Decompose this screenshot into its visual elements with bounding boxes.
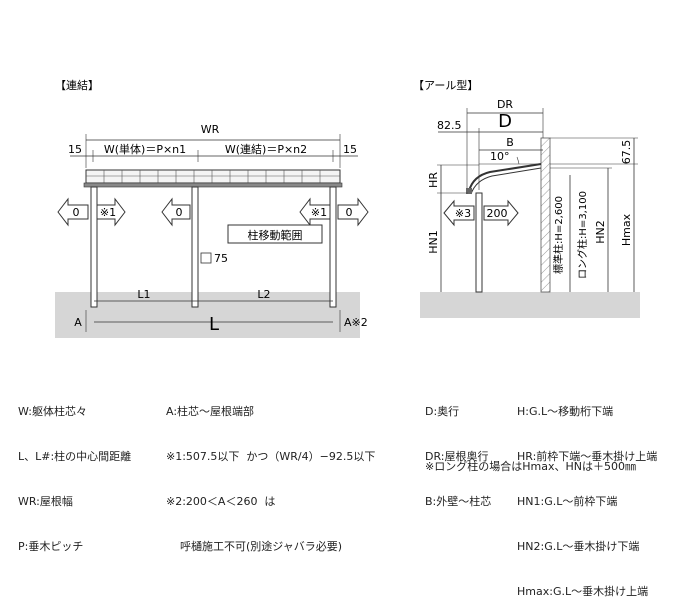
long-post-label: ロング柱:H=3,100 xyxy=(576,191,589,279)
hmax-label: Hmax xyxy=(620,213,633,246)
legend-item: P:垂木ピッチ xyxy=(18,540,84,553)
legend-col-4: H:G.L～移動桁下端 HR:前枠下端～垂木掛け上端 HN1:G.L～前枠下端 … xyxy=(517,374,657,614)
svg-text:※3: ※3 xyxy=(455,207,471,220)
arrow-note-left: ※1 xyxy=(96,197,126,227)
a-right-label: A※2 xyxy=(344,316,368,329)
standard-post-label: 標準柱:H=2,600 xyxy=(552,196,565,274)
dr-label: DR xyxy=(497,98,513,111)
arrow-note-r: ※3 xyxy=(443,199,475,227)
side-right-label: 15 xyxy=(343,143,357,156)
legend-item: D:奥行 xyxy=(425,405,460,418)
legend-col-1: W:躯体柱芯々 L、L#:柱の中心間距離 WR:屋根幅 P:垂木ピッチ xyxy=(18,374,131,569)
legend-item: ※2:200＜A＜260 は xyxy=(166,495,276,508)
legend-item: W:躯体柱芯々 xyxy=(18,405,87,418)
legend-item: WR:屋根幅 xyxy=(18,495,73,508)
arrow-center: 0 xyxy=(161,197,191,227)
arrow-note-right: ※1 xyxy=(299,197,331,227)
post-center xyxy=(191,186,199,308)
right-ground xyxy=(420,292,640,318)
l2-label: L2 xyxy=(257,288,270,301)
hn2-label: HN2 xyxy=(594,220,607,244)
post-right xyxy=(329,186,337,308)
a-left-label: A xyxy=(74,316,82,329)
svg-text:0: 0 xyxy=(176,206,183,219)
hr-label: HR xyxy=(427,172,440,188)
post-r xyxy=(475,192,483,293)
post-left xyxy=(90,186,98,308)
wall xyxy=(540,137,551,293)
arrow-outer-right: 0 xyxy=(337,197,369,227)
angle-label: 10° xyxy=(490,150,510,163)
footnote: ※ロング柱の場合はHmax、HNは＋500㎜ xyxy=(425,460,636,473)
h675-label: 67.5 xyxy=(620,140,633,165)
legend-item: HN1:G.L～前枠下端 xyxy=(517,495,618,508)
side-left-label: 15 xyxy=(68,143,82,156)
legend-item: B:外壁～柱芯 xyxy=(425,495,492,508)
legend-item: L、L#:柱の中心間距離 xyxy=(18,450,132,463)
w-linked-label: W(連結)＝P×n2 xyxy=(225,142,307,156)
svg-text:200: 200 xyxy=(487,207,508,220)
legend-item: HR:前枠下端～垂木掛け上端 xyxy=(517,450,658,463)
h75-label: 75 xyxy=(214,252,228,265)
right-title: 【アール型】 xyxy=(413,78,478,92)
arrow-value-r: 200 xyxy=(483,199,519,227)
legend-item: A:柱芯～屋根端部 xyxy=(166,405,255,418)
legend-item: Hmax:G.L～垂木掛け上端 xyxy=(517,585,649,598)
offset-label: 82.5 xyxy=(437,119,462,132)
legend-item: DR:屋根奥行 xyxy=(425,450,489,463)
legend-col-2: A:柱芯～屋根端部 ※1:507.5以下 かつ（WR/4）−92.5以下 ※2:… xyxy=(166,374,375,569)
wr-label: WR xyxy=(201,123,220,136)
legend-item: ※1:507.5以下 かつ（WR/4）−92.5以下 xyxy=(166,450,376,463)
left-ground xyxy=(55,292,360,338)
legend-item: HN2:G.L～垂木掛け下端 xyxy=(517,540,640,553)
legend-item: 呼樋施工不可(別途ジャバラ必要) xyxy=(166,540,343,553)
diagram-canvas: 【連結】 WR 15 W(単体)＝P×n1 W(連結)＝P×n2 15 xyxy=(55,78,640,338)
b-label: B xyxy=(506,136,514,149)
legend-item: H:G.L～移動桁下端 xyxy=(517,405,614,418)
arrow-outer-left: 0 xyxy=(57,197,89,227)
svg-text:柱移動範囲: 柱移動範囲 xyxy=(248,228,303,242)
d-label: D xyxy=(498,111,512,132)
svg-text:0: 0 xyxy=(346,206,353,219)
roof-r xyxy=(466,163,542,195)
left-title: 【連結】 xyxy=(55,78,99,92)
post-range-box: 柱移動範囲 xyxy=(227,224,323,244)
svg-text:※1: ※1 xyxy=(311,206,327,219)
hn1-label: HN1 xyxy=(427,230,440,254)
l1-label: L1 xyxy=(137,288,150,301)
svg-text:※1: ※1 xyxy=(100,206,116,219)
w-single-label: W(単体)＝P×n1 xyxy=(104,142,186,156)
h75-box xyxy=(200,252,212,264)
l-label: L xyxy=(209,314,219,335)
legend-col-3: D:奥行 DR:屋根奥行 B:外壁～柱芯 xyxy=(425,374,491,524)
roof-left xyxy=(83,169,343,188)
svg-text:0: 0 xyxy=(73,206,80,219)
